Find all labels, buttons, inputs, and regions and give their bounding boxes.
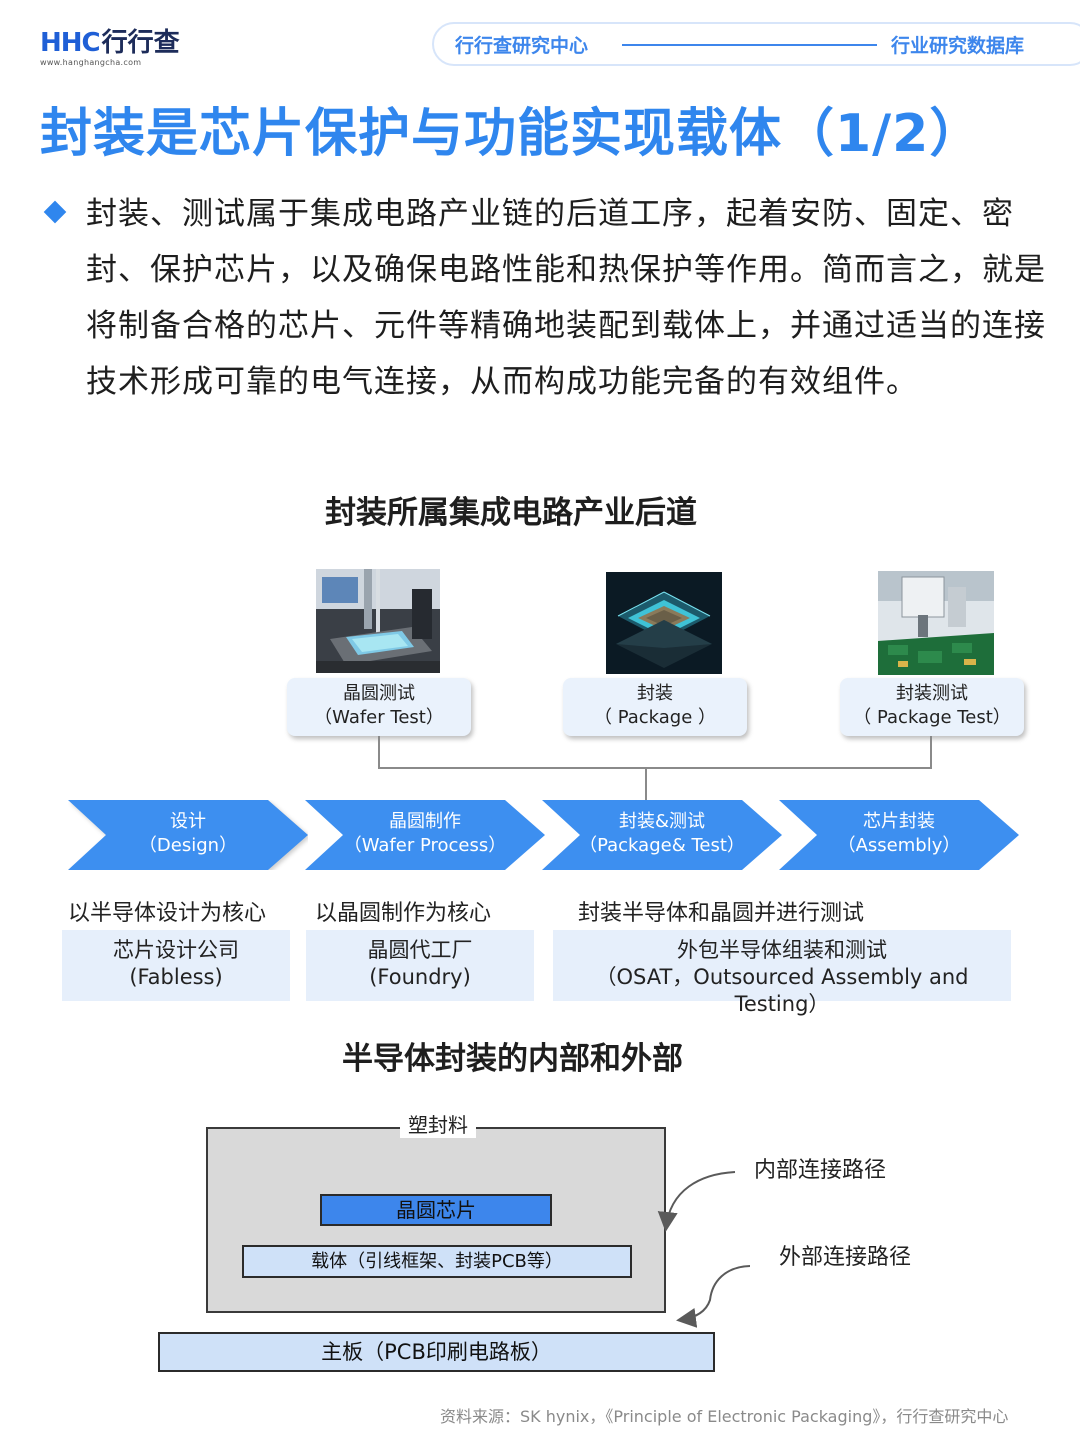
substep-cn: 封装	[637, 683, 673, 704]
external-path-arrow	[676, 1265, 750, 1328]
page-title: 封装是芯片保护与功能实现载体（1/2）	[40, 104, 983, 164]
logo: HHC行行查 www.hanghangcha.com	[40, 28, 180, 67]
desc-design: 以半导体设计为核心	[68, 901, 267, 926]
desc-wafer: 以晶圆制作为核心	[315, 901, 492, 926]
bullet-diamond-icon	[43, 200, 67, 224]
chevron-design	[68, 800, 308, 870]
category-foundry: 晶圆代工厂 (Foundry)	[306, 930, 534, 1001]
intro-paragraph: 封装、测试属于集成电路产业链的后道工序，起着安防、固定、密封、保护芯片，以及确保…	[86, 196, 1046, 400]
substep-package: 封装 （ Package ）	[563, 678, 747, 736]
carrier-box: 载体（引线框架、封装PCB等）	[242, 1245, 632, 1278]
chevron-assembly-label: 芯片封装 （Assembly）	[837, 811, 961, 856]
package-chip-photo	[606, 572, 730, 676]
substep-en: （ Package Test）	[853, 707, 1011, 728]
chevron-wafer-process-label: 晶圆制作 （Wafer Process）	[343, 811, 507, 856]
chevron-package-test	[542, 800, 782, 870]
logo-cn: 行行查	[101, 28, 180, 58]
category-osat: 外包半导体组装和测试 （OSAT，Outsourced Assembly and…	[553, 930, 1011, 1016]
connector-right	[930, 736, 932, 768]
connector-center	[645, 767, 647, 803]
section1-title: 封装所属集成电路产业后道	[325, 495, 697, 531]
header-right-label: 行业研究数据库	[891, 35, 1025, 57]
chevron-assembly	[779, 800, 1019, 870]
chevron-design-label: 设计 （Design）	[138, 811, 238, 856]
chevron-package-test-label: 封装&测试 （Package& Test）	[579, 811, 745, 856]
chevron-wafer-process	[305, 800, 545, 870]
internal-path-arrow	[657, 1171, 736, 1232]
header-divider-line	[622, 44, 877, 46]
source-note: 资料来源：SK hynix，《Principle of Electronic P…	[440, 1407, 1009, 1426]
internal-path-label: 内部连接路径	[754, 1158, 887, 1183]
substep-en: （Wafer Test）	[314, 707, 444, 728]
logo-text: HHC	[40, 28, 101, 58]
connection-arrows	[657, 1171, 750, 1328]
connector-left	[378, 736, 380, 768]
wafer-test-photo	[316, 569, 440, 673]
section2-title: 半导体封装的内部和外部	[342, 1041, 683, 1077]
substep-cn: 封装测试	[896, 683, 968, 704]
external-path-label: 外部连接路径	[779, 1245, 912, 1270]
substep-en: （ Package ）	[593, 707, 717, 728]
wafer-chip-box: 晶圆芯片	[320, 1194, 552, 1226]
header-left-label: 行行查研究中心	[455, 35, 589, 57]
molding-compound-label: 塑封料	[400, 1109, 476, 1138]
package-test-photo	[878, 571, 1002, 675]
substep-package-test: 封装测试 （ Package Test）	[840, 678, 1024, 736]
category-fabless: 芯片设计公司 (Fabless)	[62, 930, 290, 1001]
substep-cn: 晶圆测试	[343, 683, 415, 704]
logo-url: www.hanghangcha.com	[40, 58, 142, 67]
desc-osat: 封装半导体和晶圆并进行测试	[578, 901, 865, 926]
mainboard-box: 主板（PCB印刷电路板）	[158, 1332, 715, 1372]
connector-horizontal	[378, 767, 932, 769]
substep-wafer-test: 晶圆测试 （Wafer Test）	[287, 678, 471, 736]
